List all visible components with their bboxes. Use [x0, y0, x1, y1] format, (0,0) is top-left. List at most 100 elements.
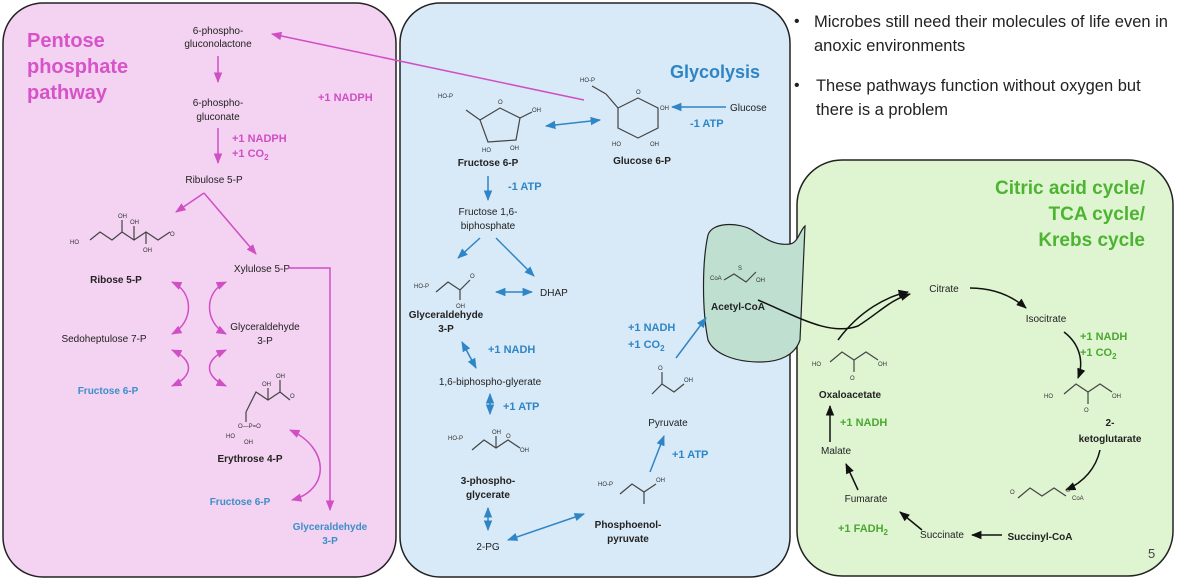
- arrow-glyceraldehyde-to-erythrose: [208, 349, 227, 387]
- ppp-fructose-6p-b: Fructose 6-P: [210, 497, 271, 508]
- oxaloacetate-structure: HO OH O: [812, 351, 887, 382]
- pep-label-2: pyruvate: [607, 534, 649, 545]
- succinate-label: Succinate: [920, 530, 964, 541]
- svg-text:CoA: CoA: [710, 276, 722, 282]
- xylulose-label: Xylulose 5-P: [234, 264, 290, 275]
- svg-text:OH: OH: [143, 248, 152, 254]
- f16bp-label-2: biphosphate: [461, 221, 516, 232]
- svg-text:O—P=O: O—P=O: [238, 424, 261, 430]
- svg-text:O: O: [170, 232, 175, 238]
- ppp-co2: +1 CO2: [232, 148, 269, 162]
- phosphogluconate-label-1: 6-phospho-: [193, 98, 244, 109]
- ppp-title-line-3: pathway: [27, 82, 108, 104]
- tca-co2-text: +1 CO: [1080, 347, 1113, 359]
- tca-fadh: +1 FADH2: [838, 523, 889, 537]
- glycolysis-atp-1: -1 ATP: [690, 118, 724, 130]
- arrow-g6p-f6p: [544, 116, 602, 130]
- arrow-g6p-to-lactone: [270, 31, 585, 101]
- arrow-f16bp-to-g3p: [457, 237, 481, 259]
- tca-nadh-1: +1 NADH: [1080, 331, 1127, 343]
- acetyl-coa-bubble: [702, 224, 806, 363]
- bpg-label: 1,6-biphospho-glyerate: [439, 377, 542, 388]
- arrow-akg-to-succinylcoa: [1065, 449, 1101, 491]
- akg-label-2: ketoglutarate: [1079, 434, 1142, 445]
- svg-text:OH: OH: [276, 374, 285, 380]
- ribose-5p-structure: OH OH OH O HO: [70, 214, 175, 254]
- tca-title-line-1: Citric acid cycle/: [995, 178, 1146, 199]
- svg-text:CoA: CoA: [1072, 496, 1084, 502]
- arrow-sedoheptulose-to-fructose: [171, 349, 190, 387]
- arrow-2pg-to-pep: [507, 513, 585, 541]
- glycolysis-title: Glycolysis: [670, 62, 760, 82]
- phosphogluconolactone-label-2: gluconolactone: [184, 39, 252, 50]
- fructose-6p-structure: HO-P O OH OH HO: [438, 94, 541, 154]
- glucose-6p-label: Glucose 6-P: [613, 156, 671, 167]
- glycolysis-co2: +1 CO2: [628, 339, 665, 353]
- fumarate-label: Fumarate: [845, 494, 888, 505]
- glucose-label: Glucose: [730, 103, 767, 114]
- page-number: 5: [1148, 546, 1155, 561]
- svg-text:HO-P: HO-P: [598, 482, 613, 488]
- svg-text:OH: OH: [456, 304, 465, 310]
- bullet-item: • These pathways function without oxygen…: [794, 74, 1178, 122]
- f16bp-label-1: Fructose 1,6-: [459, 207, 518, 218]
- g3p-label-2: 3-P: [438, 324, 454, 335]
- svg-text:HO: HO: [70, 240, 79, 246]
- ppp-g3p-out-1: Glyceraldehyde: [293, 522, 368, 533]
- 2pg-label: 2-PG: [476, 542, 500, 553]
- arrow-ribulose-to-xylulose: [203, 192, 257, 255]
- bullet-dot: •: [794, 13, 800, 30]
- svg-text:OH: OH: [520, 448, 529, 454]
- arrow-citrate-to-isocitrate: [969, 287, 1027, 309]
- svg-text:HO-P: HO-P: [438, 94, 453, 100]
- svg-text:HO: HO: [612, 142, 621, 148]
- arrow-ribulose-to-ribose: [175, 192, 205, 213]
- acetyl-coa-label: Acetyl-CoA: [711, 302, 765, 313]
- 3pg-structure: HO-P OH OH O: [448, 430, 529, 454]
- bullet-text: Microbes still need their molecules of l…: [813, 13, 1168, 55]
- tca-title-line-2: TCA cycle/: [1049, 204, 1146, 225]
- akg-label-1: 2-: [1106, 418, 1115, 429]
- arrow-ribose-to-sedoheptulose: [171, 281, 190, 335]
- phosphogluconolactone-label-1: 6-phospho-: [193, 26, 244, 37]
- ribose-label: Ribose 5-P: [90, 275, 142, 286]
- tca-fadh-text: +1 FADH: [838, 523, 884, 535]
- svg-text:OH: OH: [878, 362, 887, 368]
- svg-text:OH: OH: [262, 382, 271, 388]
- bullet-dot: •: [794, 77, 800, 94]
- svg-text:HO-P: HO-P: [448, 436, 463, 442]
- arrow-f16bp-to-dhap: [495, 237, 535, 277]
- glyceraldehyde-label-1: Glyceraldehyde: [230, 322, 300, 333]
- svg-text:HO-P: HO-P: [580, 78, 595, 84]
- 3pg-label-2: glycerate: [466, 490, 510, 501]
- arrow-acetylcoa-to-citrate: [757, 292, 912, 330]
- ppp-nadph-1: +1 NADPH: [318, 92, 373, 104]
- 3pg-label-1: 3-phospho-: [461, 476, 515, 487]
- tca-co2-sub: 2: [1112, 352, 1117, 361]
- tca-fadh-sub: 2: [884, 528, 889, 537]
- svg-text:S: S: [1066, 488, 1070, 494]
- glucose-6p-structure: HO-P O OH OH HO: [580, 78, 669, 148]
- svg-text:OH: OH: [650, 142, 659, 148]
- acetyl-coa-structure: CoA OH S: [710, 266, 765, 284]
- svg-text:O: O: [290, 394, 295, 400]
- glycolysis-atp-2: -1 ATP: [508, 181, 542, 193]
- arrow-erythrose-to-fructose: [289, 429, 321, 502]
- tca-co2: +1 CO2: [1080, 347, 1117, 361]
- glycolysis-atp-3: +1 ATP: [503, 401, 539, 413]
- ppp-title-line-2: phosphate: [27, 56, 128, 78]
- succinyl-coa-label: Succinyl-CoA: [1007, 532, 1072, 543]
- arrow-oxaloacetate-to-citrate: [837, 289, 910, 341]
- erythrose-4p-structure: OH OH O O—P=O HO OH: [226, 374, 295, 446]
- ppp-title-line-1: Pentose: [27, 30, 105, 52]
- svg-text:OH: OH: [656, 478, 665, 484]
- pep-structure: HO-P OH: [598, 478, 665, 504]
- g3p-label-1: Glyceraldehyde: [409, 310, 484, 321]
- svg-text:O: O: [636, 90, 641, 96]
- tca-title-line-3: Krebs cycle: [1038, 230, 1145, 251]
- svg-text:O: O: [1010, 490, 1015, 496]
- arrow-isocitrate-to-akg: [1063, 331, 1086, 379]
- erythrose-label: Erythrose 4-P: [217, 454, 282, 465]
- bullet-item: • Microbes still need their molecules of…: [794, 10, 1178, 58]
